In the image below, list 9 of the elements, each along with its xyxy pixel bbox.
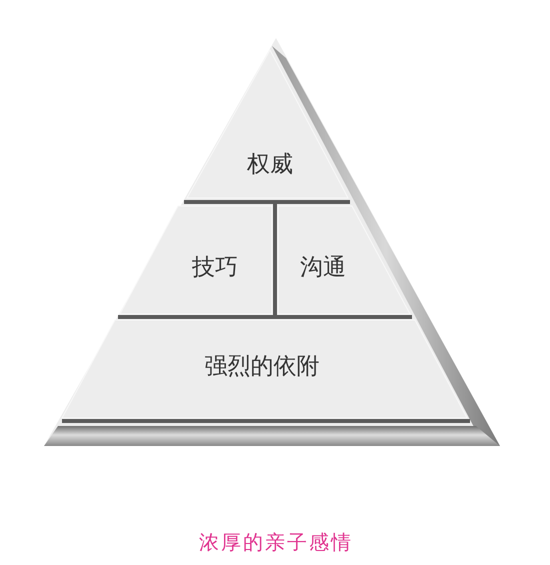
pyramid-tier [187, 50, 348, 198]
tier-label: 权威 [247, 152, 293, 178]
tier-label: 技巧 [192, 255, 238, 281]
pyramid-tier [62, 320, 467, 418]
pyramid-tier [278, 206, 410, 314]
tier-label: 沟通 [300, 255, 346, 281]
caption: 浓厚的亲子感情 [199, 531, 353, 553]
tier-label: 强烈的依附 [204, 354, 320, 380]
pyramid-tier [120, 206, 272, 314]
